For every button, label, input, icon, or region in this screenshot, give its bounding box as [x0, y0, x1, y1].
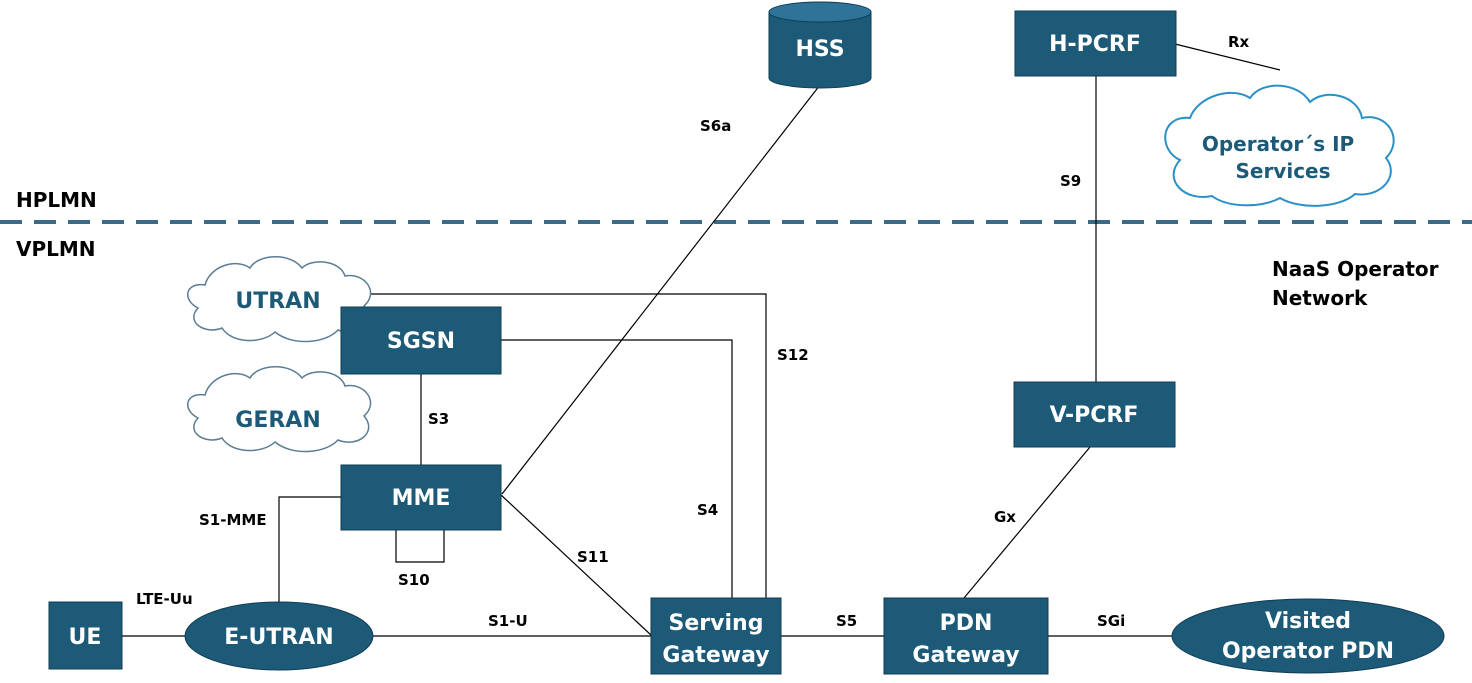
h-pcrf-node: H-PCRF [1014, 10, 1177, 77]
link-s6a [501, 84, 821, 495]
link-s11 [499, 493, 653, 637]
vplmn-label: VPLMN [16, 237, 96, 261]
sgsn-label: SGSN [387, 329, 455, 354]
link-s12 [370, 293, 767, 598]
serving-gateway-node: Serving Gateway [650, 597, 782, 675]
operator-ip-services-label-line2: Services [1235, 159, 1330, 183]
v-pcrf-label: V-PCRF [1050, 403, 1139, 428]
link-s1-mme [278, 496, 341, 602]
interface-labels: Rx S6a S9 S12 S3 S1-MME S4 Gx S11 S10 LT… [136, 33, 1250, 630]
utran-cloud: UTRAN [187, 256, 372, 343]
hss-node: HSS [768, 1, 872, 89]
operator-ip-services-label-line1: Operator´s IP [1202, 132, 1354, 156]
label-s12: S12 [777, 346, 809, 364]
link-s10 [395, 530, 445, 563]
label-lte-uu: LTE-Uu [136, 590, 193, 608]
geran-label: GERAN [235, 408, 320, 433]
zone-labels: HPLMN VPLMN NaaS Operator Network [16, 188, 1439, 310]
sgsn-node: SGSN [340, 306, 502, 375]
label-s3: S3 [428, 410, 449, 428]
mme-label: MME [392, 486, 451, 511]
link-s4 [501, 339, 733, 598]
label-s11: S11 [577, 548, 609, 566]
serving-gateway-label-line1: Serving [669, 611, 764, 636]
link-gx [963, 446, 1091, 599]
operator-ip-services-cloud: Operator´s IP Services [1164, 84, 1395, 207]
pdn-gateway-label-line2: Gateway [912, 643, 1019, 668]
label-sgi: SGi [1097, 612, 1125, 630]
label-s1-u: S1-U [488, 612, 528, 630]
label-rx: Rx [1228, 33, 1250, 51]
e-utran-node: E-UTRAN [184, 601, 374, 671]
h-pcrf-label: H-PCRF [1049, 32, 1141, 57]
label-s10: S10 [398, 571, 430, 589]
label-s5: S5 [836, 612, 857, 630]
pdn-gateway-label-line1: PDN [940, 611, 993, 636]
label-s1-mme: S1-MME [199, 511, 267, 529]
visited-operator-pdn-node: Visited Operator PDN [1171, 598, 1445, 674]
link-rx [1174, 43, 1281, 71]
utran-label: UTRAN [235, 289, 320, 314]
hplmn-label: HPLMN [16, 188, 97, 212]
serving-gateway-label-line2: Gateway [662, 643, 769, 668]
mme-node: MME [340, 464, 502, 531]
links [122, 43, 1281, 637]
e-utran-label: E-UTRAN [224, 625, 333, 650]
v-pcrf-node: V-PCRF [1013, 381, 1176, 448]
label-gx: Gx [994, 508, 1016, 526]
label-s6a: S6a [700, 117, 731, 135]
visited-pdn-label-line2: Operator PDN [1222, 639, 1394, 664]
pdn-gateway-node: PDN Gateway [883, 597, 1049, 675]
label-s4: S4 [697, 501, 718, 519]
hss-top [768, 1, 872, 23]
naas-label-line1: NaaS Operator [1272, 257, 1439, 281]
visited-pdn-label-line1: Visited [1265, 609, 1351, 634]
ue-node: UE [48, 601, 123, 670]
hss-label: HSS [795, 37, 844, 62]
ue-label: UE [69, 625, 102, 650]
geran-cloud: GERAN [187, 366, 372, 453]
label-s9: S9 [1060, 172, 1081, 190]
naas-label-line2: Network [1272, 286, 1368, 310]
